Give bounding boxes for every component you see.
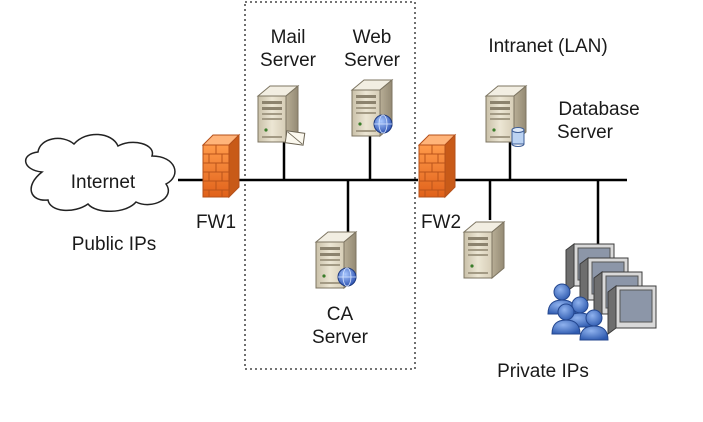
network-links (178, 128, 627, 252)
mail-icon (284, 130, 306, 146)
web-server-label-line1: Web (352, 27, 392, 48)
globe-icon (373, 114, 393, 134)
fw2-label: FW2 (420, 212, 462, 233)
fw1-label: FW1 (195, 212, 237, 233)
internet-label: Internet (70, 172, 136, 193)
database-icon (511, 127, 525, 147)
database-server-label-line2: Server (557, 122, 613, 143)
mail-server-label-line2: Server (260, 50, 316, 71)
private-ips-label: Private IPs (497, 361, 589, 382)
mail-server-label-line1: Mail (270, 27, 306, 48)
firewall-icon (418, 134, 456, 198)
dmz-boundary (244, 1, 416, 370)
cloud-icon (25, 133, 176, 212)
ca-server-label-line2: Server (312, 327, 368, 348)
server-icon (463, 221, 505, 279)
web-server-label-line2: Server (344, 50, 400, 71)
firewall-icon (202, 134, 240, 198)
ca-server-label-line1: CA (326, 304, 354, 325)
database-server-label-line1: Database (558, 99, 640, 120)
public-ips-label: Public IPs (71, 234, 157, 255)
globe-icon (337, 267, 357, 287)
intranet-title: Intranet (LAN) (488, 36, 608, 57)
